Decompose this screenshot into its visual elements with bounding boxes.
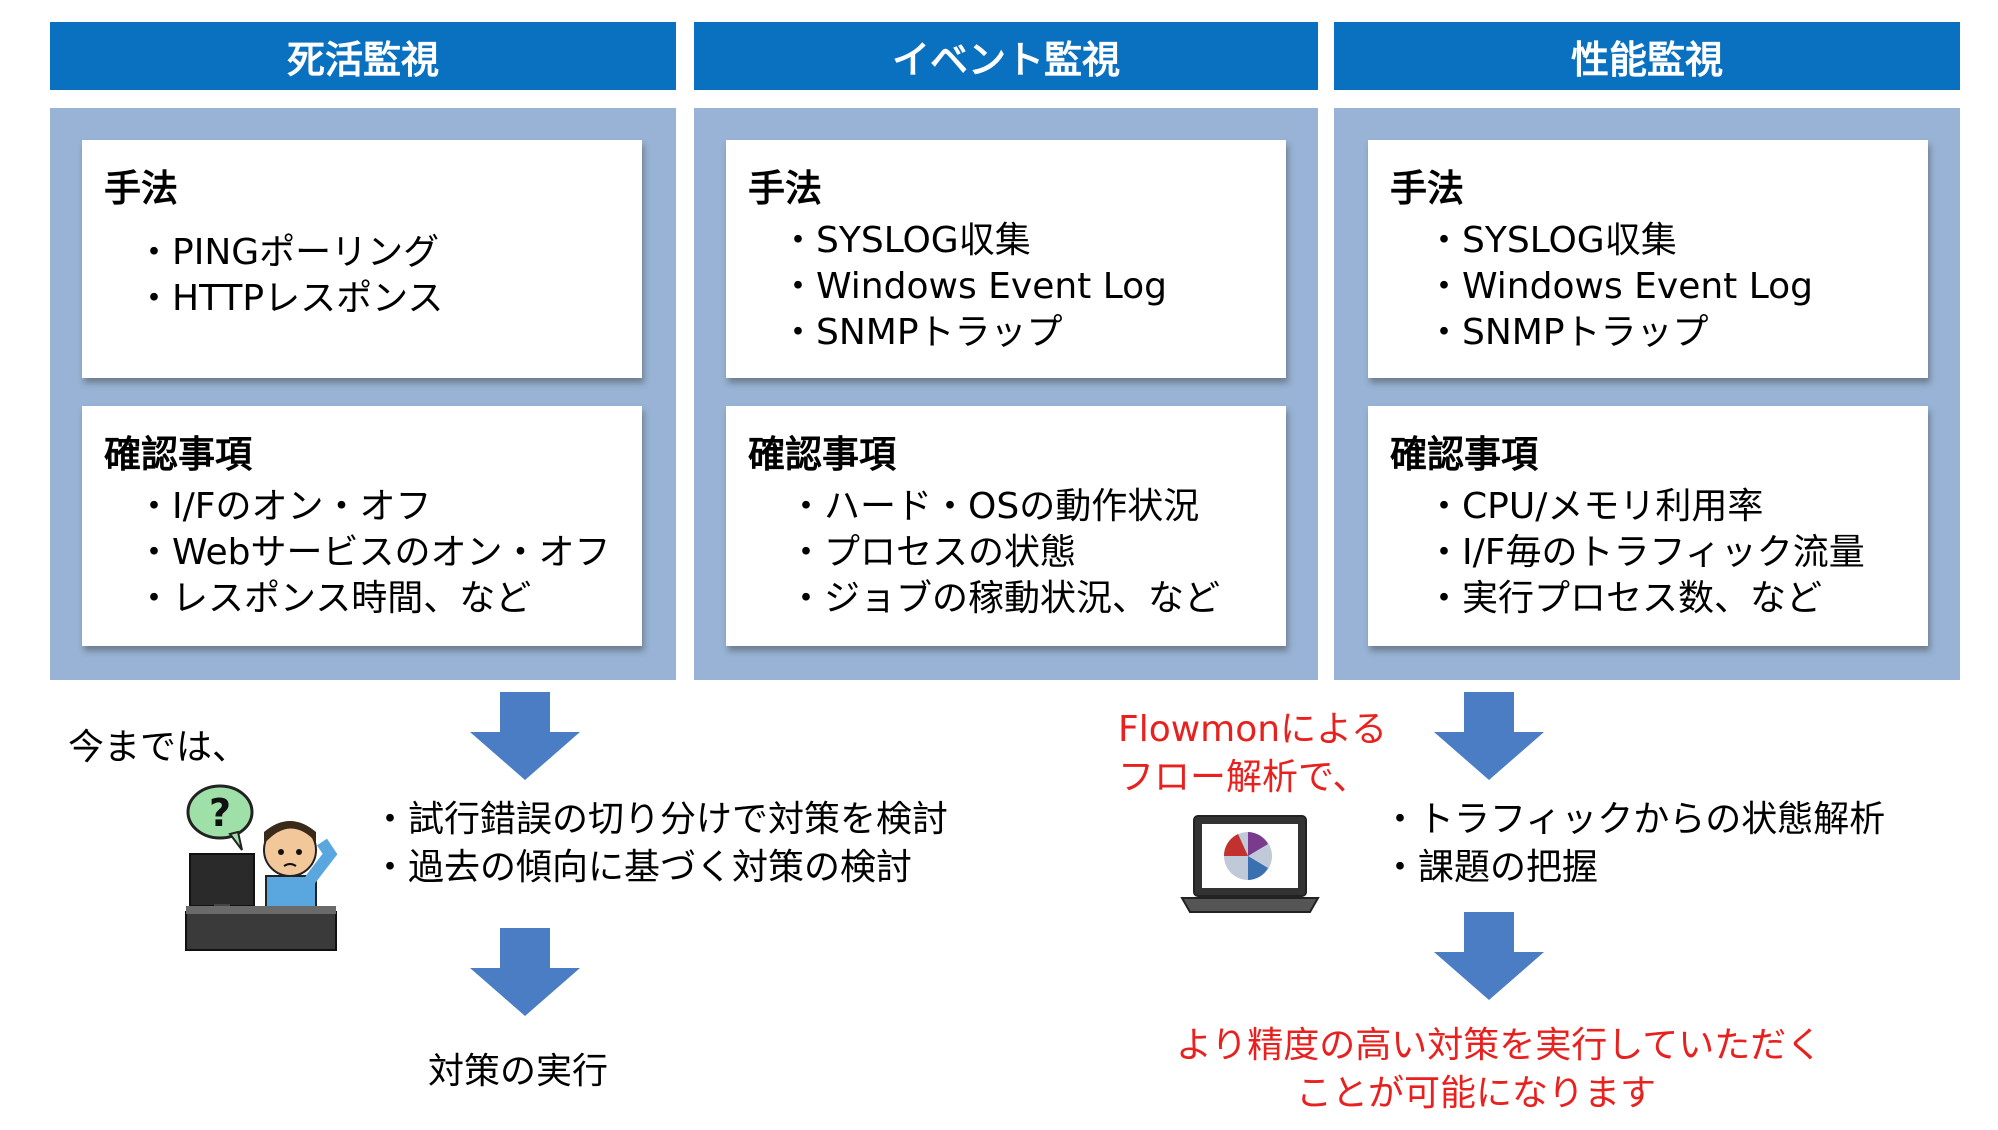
check-list: ・ハード・OSの動作状況 ・プロセスの状態 ・ジョブの稼動状況、など — [788, 484, 1220, 622]
list-item: ・過去の傾向に基づく対策の検討 — [372, 847, 913, 888]
intro-line: フロー解析で、 — [1118, 757, 1369, 798]
list-item: ・PINGポーリング — [136, 232, 440, 273]
method-card: 手法 ・SYSLOG収集 ・Windows Event Log ・SNMPトラッ… — [1368, 140, 1928, 378]
check-list: ・I/Fのオン・オフ ・Webサービスのオン・オフ ・レスポンス時間、など — [136, 484, 611, 622]
check-card: 確認事項 ・CPU/メモリ利用率 ・I/F毎のトラフィック流量 ・実行プロセス数… — [1368, 406, 1928, 646]
left-intro: 今までは、 — [68, 727, 249, 768]
list-item: ・I/F毎のトラフィック流量 — [1426, 532, 1865, 573]
list-item: ・プロセスの状態 — [788, 532, 1077, 573]
check-card: 確認事項 ・ハード・OSの動作状況 ・プロセスの状態 ・ジョブの稼動状況、など — [726, 406, 1286, 646]
method-list: ・PINGポーリング ・HTTPレスポンス — [136, 230, 443, 322]
list-item: ・CPU/メモリ利用率 — [1426, 486, 1764, 527]
method-card: 手法 ・SYSLOG収集 ・Windows Event Log ・SNMPトラッ… — [726, 140, 1286, 378]
list-item: ・Windows Event Log — [780, 266, 1168, 307]
laptop-chart-icon — [1180, 815, 1320, 913]
arrow-down-icon — [470, 928, 580, 1016]
list-item: ・HTTPレスポンス — [136, 278, 444, 319]
list-item: ・SYSLOG収集 — [1426, 220, 1677, 261]
header-event: イベント監視 — [694, 22, 1318, 90]
method-list: ・SYSLOG収集 ・Windows Event Log ・SNMPトラップ — [1426, 218, 1813, 356]
list-item: ・ジョブの稼動状況、など — [788, 578, 1221, 619]
list-item: ・SYSLOG収集 — [780, 220, 1031, 261]
arrow-down-icon — [1434, 912, 1544, 1000]
result-line: より精度の高い対策を実行していただく — [1176, 1025, 1823, 1066]
list-item: ・SNMPトラップ — [780, 312, 1063, 353]
result-line: ことが可能になります — [1295, 1073, 1656, 1114]
right-intro: Flowmonによる フロー解析で、 — [1118, 706, 1387, 802]
list-item: ・試行錯誤の切り分けで対策を検討 — [372, 799, 949, 840]
list-item: ・Webサービスのオン・オフ — [136, 532, 611, 573]
list-item: ・課題の把握 — [1382, 847, 1599, 888]
list-item: ・I/Fのオン・オフ — [136, 486, 432, 527]
right-result: より精度の高い対策を実行していただく ことが可能になります — [1176, 1022, 1823, 1118]
list-item: ・ハード・OSの動作状況 — [788, 486, 1200, 527]
arrow-down-icon — [470, 692, 580, 780]
method-title: 手法 — [748, 167, 822, 210]
list-item: ・トラフィックからの状態解析 — [1382, 799, 1886, 840]
header-shikatsu: 死活監視 — [50, 22, 676, 90]
intro-line: Flowmonによる — [1118, 709, 1388, 750]
method-card: 手法 ・PINGポーリング ・HTTPレスポンス — [82, 140, 642, 378]
confused-person-icon: ? — [185, 784, 338, 951]
check-title: 確認事項 — [1390, 433, 1538, 476]
list-item: ・Windows Event Log — [1426, 266, 1814, 307]
header-performance: 性能監視 — [1334, 22, 1960, 90]
check-card: 確認事項 ・I/Fのオン・オフ ・Webサービスのオン・オフ ・レスポンス時間、… — [82, 406, 642, 646]
list-item: ・実行プロセス数、など — [1426, 578, 1823, 619]
left-result: 対策の実行 — [428, 1051, 609, 1092]
check-title: 確認事項 — [104, 433, 252, 476]
check-title: 確認事項 — [748, 433, 896, 476]
list-item: ・SNMPトラップ — [1426, 312, 1709, 353]
check-list: ・CPU/メモリ利用率 ・I/F毎のトラフィック流量 ・実行プロセス数、など — [1426, 484, 1865, 622]
method-title: 手法 — [1390, 167, 1464, 210]
method-title: 手法 — [104, 167, 178, 210]
right-steps: ・トラフィックからの状態解析 ・課題の把握 — [1382, 796, 1885, 892]
list-item: ・レスポンス時間、など — [136, 578, 532, 619]
method-list: ・SYSLOG収集 ・Windows Event Log ・SNMPトラップ — [780, 218, 1167, 356]
left-steps: ・試行錯誤の切り分けで対策を検討 ・過去の傾向に基づく対策の検討 — [372, 796, 948, 892]
question-mark: ? — [209, 791, 231, 835]
arrow-down-icon — [1434, 692, 1544, 780]
